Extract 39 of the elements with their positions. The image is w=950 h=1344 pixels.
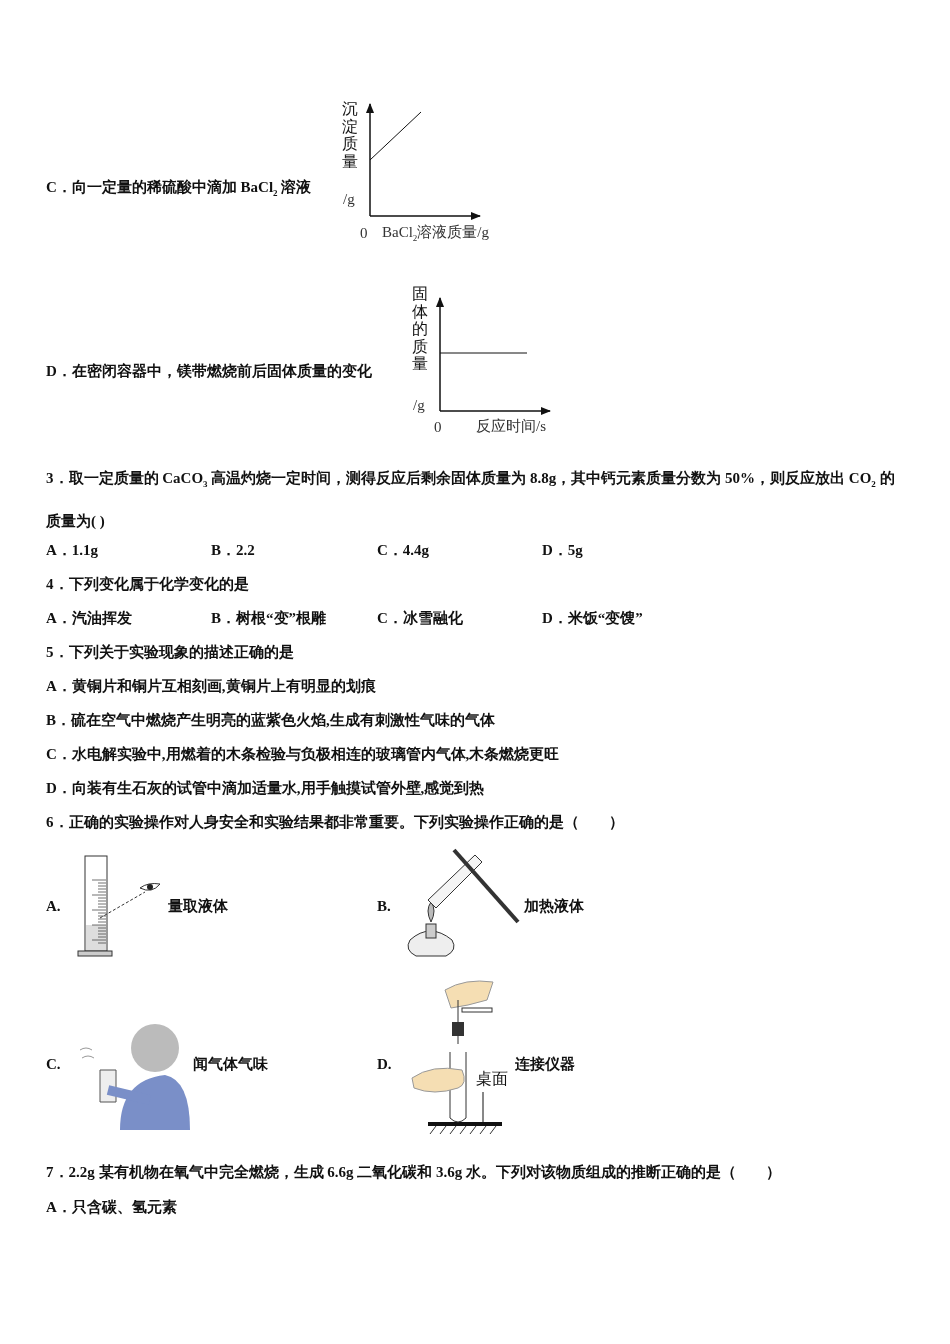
option-text: A．汽油挥发: [46, 609, 132, 627]
option-text: C．冰雪融化: [377, 609, 463, 627]
question-text: 4．下列变化属于化学变化的是: [46, 575, 249, 593]
option-text: C．4.4g: [377, 541, 430, 559]
option-text: 量取液体: [168, 897, 228, 915]
axis-label: 沉淀质量: [342, 100, 358, 171]
option-text: D．米饭“变馊”: [542, 609, 643, 627]
axis-unit: /g: [343, 190, 355, 208]
option-text: C．水电解实验中,用燃着的木条检验与负极相连的玻璃管内气体,木条燃烧更旺: [46, 745, 560, 763]
axis-label: 固体的质量: [412, 285, 428, 373]
option-text: D．在密闭容器中，镁带燃烧前后固体质量的变化: [46, 362, 372, 380]
axis-origin: 0: [434, 418, 442, 436]
question-text: 6．正确的实验操作对人身安全和实验结果都非常重要。下列实验操作正确的是（ ）: [46, 813, 624, 831]
option-text: 连接仪器: [515, 1055, 575, 1073]
option-letter: A.: [46, 897, 61, 915]
table-surface: [428, 1122, 502, 1126]
option-text: A．只含碳、氢元素: [46, 1198, 177, 1216]
option-text: A．1.1g: [46, 541, 99, 559]
axis-origin: 0: [360, 224, 368, 242]
axis-label: 反应时间/s: [476, 417, 546, 435]
option-text: B．树根“变”根雕: [211, 609, 326, 627]
option-letter: C.: [46, 1055, 61, 1073]
axis-label: BaCl$_{2}$溶液质量/g: [382, 223, 489, 245]
question-text: 3．取一定质量的 CaCO$_{3}$ 高温灼烧一定时间，测得反应后剩余固体质量为 8.8g，其中钙元素质量分数为 50%，则反应放出 CO$_{2}$ 的质量为( ): [46, 469, 896, 531]
axis-unit: /g: [413, 396, 425, 414]
option-letter: D.: [377, 1055, 392, 1073]
option-text: 闻气体气味: [193, 1055, 268, 1073]
option-text: A．黄铜片和铜片互相刻画,黄铜片上有明显的划痕: [46, 677, 376, 695]
option-text: D．5g: [542, 541, 583, 559]
question-text: 5．下列关于实验现象的描述正确的是: [46, 643, 294, 661]
callout-text: 桌面: [476, 1070, 508, 1088]
option-letter: B.: [377, 897, 391, 915]
question-text: 7．2.2g 某有机物在氧气中完全燃烧，生成 6.6g 二氧化碳和 3.6g 水。下列对该物质组成的推断正确的是（ ）: [46, 1163, 781, 1181]
option-text: B．2.2: [211, 541, 255, 559]
option-text: B．硫在空气中燃烧产生明亮的蓝紫色火焰,生成有刺激性气味的气体: [46, 711, 495, 729]
option-text: 加热液体: [524, 897, 584, 915]
option-text: C．向一定量的稀硫酸中滴加 BaCl$_{2}$ 溶液: [46, 178, 312, 200]
option-text: D．向装有生石灰的试管中滴加适量水,用手触摸试管外壁,感觉到热: [46, 779, 485, 797]
leader-line: [482, 1091, 484, 1123]
